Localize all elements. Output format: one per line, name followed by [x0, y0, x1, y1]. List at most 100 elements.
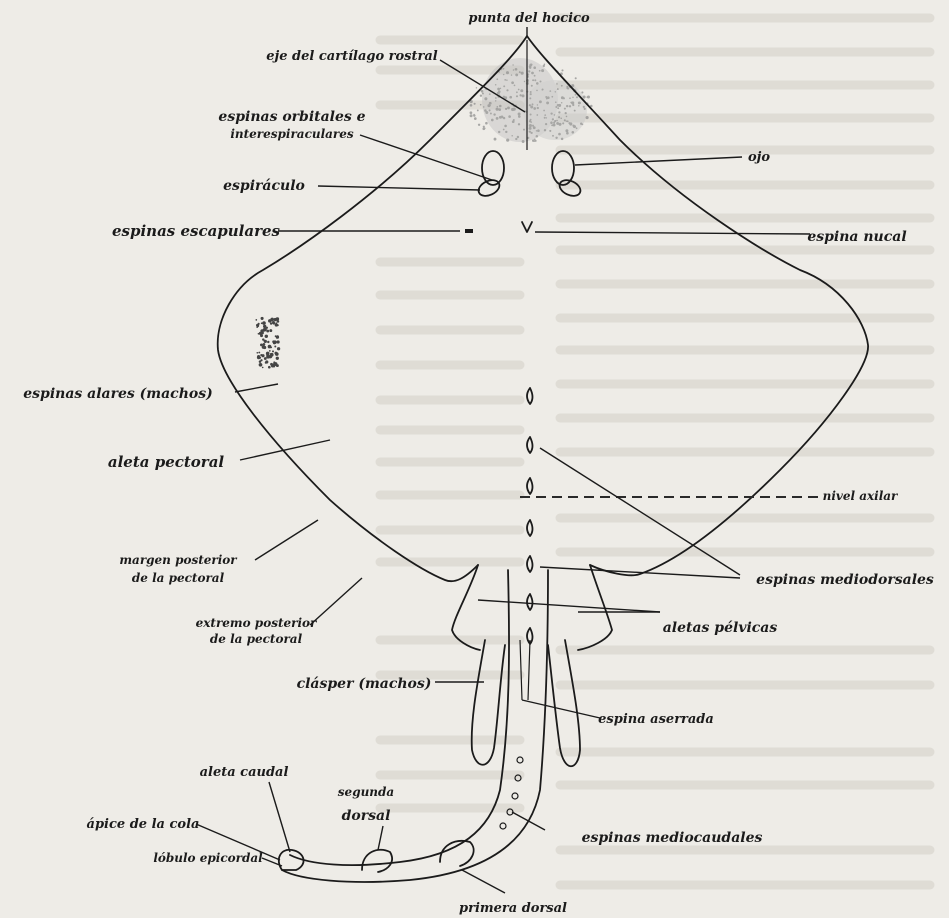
stipple-dot — [569, 97, 571, 99]
stipple-dot — [515, 68, 518, 71]
stipple-dot — [539, 100, 542, 103]
label-apice-cola: ápice de la cola — [87, 817, 200, 832]
stipple-dot — [505, 108, 507, 110]
alar-spine-dot — [256, 325, 258, 327]
label-espinas-escapulares: espinas escapulares — [112, 222, 281, 240]
stipple-dot — [530, 113, 532, 115]
stipple-dot — [556, 122, 559, 125]
stipple-dot — [513, 108, 516, 111]
label-aletas-pelvicas: aletas pélvicas — [663, 620, 778, 636]
stipple-dot — [558, 133, 561, 136]
alar-spine-dot — [256, 326, 258, 328]
stipple-dot — [555, 106, 557, 108]
label-ojo: ojo — [748, 150, 770, 165]
alar-spine-dot — [262, 338, 264, 340]
label-aleta-caudal: aleta caudal — [200, 765, 289, 780]
stipple-dot — [515, 73, 518, 76]
stipple-dot — [531, 85, 533, 87]
stipple-dot — [498, 108, 501, 111]
stipple-dot — [529, 97, 531, 99]
stipple-dot — [561, 96, 564, 99]
stipple-dot — [524, 81, 525, 82]
stipple-dot — [581, 91, 583, 93]
stipple-dot — [507, 106, 510, 109]
stipple-dot — [583, 95, 586, 98]
stipple-dot — [499, 105, 502, 108]
stipple-dot — [583, 106, 585, 108]
stipple-dot — [572, 97, 573, 98]
stipple-dot — [493, 113, 495, 115]
stipple-dot — [482, 127, 485, 130]
alar-spine-dot — [261, 331, 264, 334]
alar-spine-dot — [265, 335, 268, 338]
stipple-dot — [558, 116, 560, 118]
stipple-dot — [481, 90, 484, 93]
first-dorsal-fin — [440, 841, 474, 866]
stipple-dot — [557, 107, 559, 109]
stipple-dot — [511, 81, 514, 84]
stipple-dot — [533, 107, 536, 110]
alar-spine-dot — [277, 347, 280, 350]
stipple-dot — [470, 111, 473, 114]
stipple-dot — [489, 109, 491, 111]
stipple-dot — [518, 113, 521, 116]
alar-spine-dot — [257, 356, 261, 360]
stipple-dot — [561, 69, 563, 71]
alar-spine-dot — [259, 360, 262, 363]
stipple-dot — [542, 88, 544, 90]
stipple-dot — [551, 124, 553, 126]
stipple-dot — [513, 119, 515, 121]
stipple-dot — [552, 135, 554, 137]
stipple-dot — [511, 74, 512, 75]
alar-spine-dot — [264, 322, 266, 324]
stipple-dot — [550, 121, 553, 124]
alar-spines-patch — [255, 317, 280, 369]
alar-spine-dot — [261, 317, 264, 320]
stipple-dot — [485, 122, 488, 125]
stipple-dot — [483, 106, 485, 108]
stipple-dot — [566, 105, 568, 107]
stipple-dot — [495, 97, 497, 99]
stipple-dot — [556, 120, 558, 122]
stipple-dot — [503, 85, 505, 87]
stipple-dot — [490, 113, 492, 115]
stipple-dot — [566, 116, 568, 118]
stipple-dot — [551, 96, 553, 98]
label-lobulo-epicordal: lóbulo epicordal — [153, 851, 263, 865]
stipple-dot — [476, 87, 477, 88]
stipple-dot — [536, 130, 537, 131]
alar-spine-dot — [259, 363, 263, 367]
label-espinas-orbitales-2: interespiraculares — [230, 127, 354, 141]
stipple-dot — [506, 89, 508, 91]
alar-spine-dot — [265, 362, 267, 364]
stipple-dot — [528, 70, 530, 72]
stipple-dot — [586, 96, 588, 98]
alar-spine-dot — [273, 365, 275, 367]
stipple-dot — [523, 129, 525, 131]
stipple-dot — [575, 77, 577, 79]
stipple-dot — [511, 135, 513, 137]
stipple-dot — [496, 117, 499, 120]
stipple-dot — [518, 89, 520, 91]
stipple-dot — [529, 104, 531, 106]
stipple-dot — [499, 116, 502, 119]
stipple-dot — [550, 112, 552, 114]
stipple-dot — [536, 114, 538, 116]
alar-spine-dot — [273, 361, 275, 363]
alar-spine-dot — [269, 350, 271, 352]
alar-spine-dot — [274, 346, 276, 348]
stipple-dot — [565, 112, 567, 114]
stipple-dot — [586, 116, 589, 119]
stipple-dot — [495, 84, 497, 86]
stipple-dot — [558, 104, 561, 107]
label-eje-cartilago: eje del cartílago rostral — [266, 49, 437, 64]
stipple-dot — [474, 103, 476, 105]
stipple-dot — [497, 106, 498, 107]
alar-spine-dot — [255, 319, 257, 321]
label-punta-hocico: punta del hocico — [468, 11, 590, 26]
stipple-dot — [496, 78, 498, 80]
alar-spine-dot — [268, 319, 272, 323]
stipple-dot — [532, 125, 534, 127]
alar-spine-dot — [263, 343, 266, 346]
